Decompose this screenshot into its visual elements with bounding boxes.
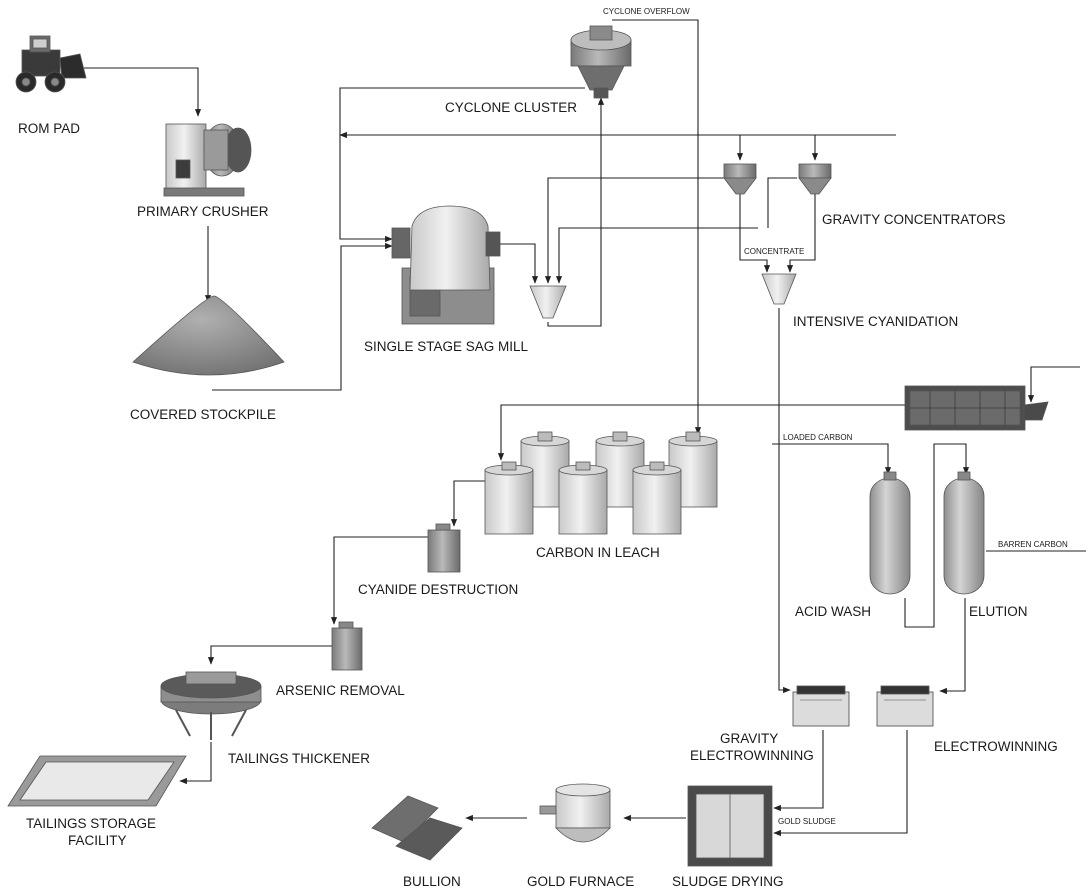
label-tailings-storage-line2: FACILITY bbox=[68, 833, 127, 848]
label-elution: ELUTION bbox=[969, 604, 1028, 619]
label-arsenic-removal: ARSENIC REMOVAL bbox=[276, 683, 405, 698]
label-intensive-cyanidation: INTENSIVE CYANIDATION bbox=[793, 314, 958, 329]
tailings-pond-icon bbox=[7, 755, 187, 807]
flow-kiln-to-cil bbox=[497, 404, 905, 461]
flow-lines bbox=[84, 19, 1086, 837]
flow-concentrate-1 bbox=[739, 194, 771, 273]
stockpile-icon bbox=[132, 295, 285, 376]
flow-cyanide-to-arsenic bbox=[330, 536, 428, 625]
label-gold-furnace: GOLD FURNACE bbox=[527, 874, 634, 889]
label-bullion: BULLION bbox=[403, 874, 461, 889]
flow-conc2-return bbox=[767, 177, 797, 228]
label-covered-stockpile: COVERED STOCKPILE bbox=[130, 407, 276, 422]
label-gravity-concentrators: GRAVITY CONCENTRATORS bbox=[822, 212, 1006, 227]
crusher-icon bbox=[163, 123, 252, 197]
label-tailings-thickener: TAILINGS THICKENER bbox=[228, 751, 370, 766]
label-concentrate: CONCENTRATE bbox=[744, 247, 804, 256]
cyanide-destruction-tank-icon bbox=[427, 523, 461, 573]
label-sludge-drying: SLUDGE DRYING bbox=[672, 874, 784, 889]
sag-mill-icon bbox=[391, 205, 501, 325]
label-cyclone-cluster: CYCLONE CLUSTER bbox=[445, 100, 577, 115]
gravity-concentrator-icon bbox=[723, 163, 832, 195]
flow-concentrate-2 bbox=[786, 194, 816, 273]
label-acid-wash: ACID WASH bbox=[795, 604, 871, 619]
flow-thickener-to-tsf bbox=[179, 742, 212, 785]
kiln-icon bbox=[904, 385, 1049, 431]
cyclone-icon bbox=[570, 25, 632, 99]
flow-rom-to-crusher bbox=[84, 67, 202, 117]
flow-elution-to-ew bbox=[939, 598, 966, 695]
label-barren-carbon: BARREN CARBON bbox=[998, 540, 1068, 549]
label-gravity-ew-line2: ELECTROWINNING bbox=[690, 748, 814, 763]
flow-conc1-to-mill-discharge bbox=[544, 177, 724, 284]
loader-icon bbox=[15, 35, 87, 93]
label-cyclone-overflow: CYCLONE OVERFLOW bbox=[603, 7, 690, 16]
label-gold-sludge: GOLD SLUDGE bbox=[778, 817, 836, 826]
flow-gew-to-drying bbox=[773, 730, 824, 812]
flow-hopper-to-cyclone bbox=[547, 97, 605, 327]
flow-cyclone-overflow bbox=[612, 19, 702, 435]
intensive-cyanidation-cone-icon bbox=[761, 273, 797, 305]
flow-arsenic-to-thickener bbox=[207, 645, 332, 665]
label-sag-mill: SINGLE STAGE SAG MILL bbox=[364, 339, 529, 354]
label-gravity-ew-line1: GRAVITY bbox=[720, 731, 778, 746]
diagram-labels: ROM PAD PRIMARY CRUSHER COVERED STOCKPIL… bbox=[18, 7, 1068, 889]
label-cyanide-destruction: CYANIDE DESTRUCTION bbox=[358, 582, 518, 597]
flow-loaded-carbon bbox=[772, 443, 892, 475]
gold-bar-icon bbox=[371, 795, 463, 861]
flow-stockpile-to-mill bbox=[212, 242, 393, 391]
flow-mill-to-hopper bbox=[492, 243, 539, 284]
leach-tank-icon bbox=[484, 431, 718, 535]
flow-ew-to-drying bbox=[773, 730, 908, 837]
label-carbon-in-leach: CARBON IN LEACH bbox=[536, 545, 660, 560]
flow-cyclone-recycle bbox=[339, 87, 585, 243]
thickener-icon bbox=[160, 671, 262, 740]
oven-icon bbox=[687, 785, 773, 867]
label-primary-crusher: PRIMARY CRUSHER bbox=[137, 204, 269, 219]
arsenic-removal-tank-icon bbox=[331, 621, 363, 671]
label-loaded-carbon: LOADED CARBON bbox=[783, 433, 853, 442]
label-rom-pad: ROM PAD bbox=[18, 121, 80, 136]
column-icon bbox=[869, 471, 985, 595]
flow-ic-to-gew bbox=[778, 308, 791, 694]
hopper-icon bbox=[529, 285, 567, 319]
flow-conc-tailings bbox=[555, 227, 758, 284]
flow-kiln-feed bbox=[1027, 366, 1080, 403]
flow-acid-to-elution bbox=[904, 443, 970, 628]
label-tailings-storage-line1: TAILINGS STORAGE bbox=[26, 816, 156, 831]
flow-cil-to-cyanide-destruction bbox=[450, 480, 485, 527]
label-electrowinning: ELECTROWINNING bbox=[934, 739, 1058, 754]
furnace-icon bbox=[539, 783, 611, 843]
electrowinning-cell-icon bbox=[792, 685, 934, 727]
